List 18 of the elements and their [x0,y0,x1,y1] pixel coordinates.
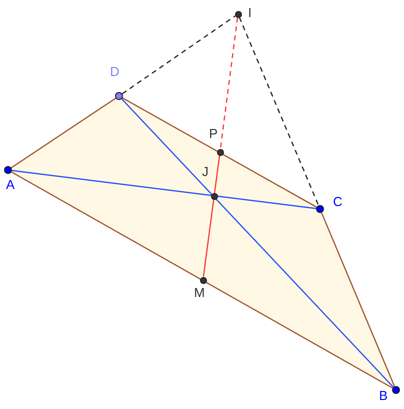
line-segment [122,97,317,208]
line-segment [238,17,319,206]
point-label: C [333,195,342,208]
point-label: P [209,127,218,140]
point-label: B [379,389,388,402]
point-label: J [202,165,208,178]
line-segment [122,16,236,94]
point-label: M [194,286,205,299]
point-label: A [6,178,15,191]
line-segment [220,17,238,149]
line-segment [11,98,116,168]
point-label: I [248,6,252,19]
line-segment [121,98,394,388]
line-segment [202,155,220,277]
line-segment [11,171,393,389]
line-segment [321,212,395,387]
point-label: D [110,65,120,78]
line-segment [12,170,316,210]
